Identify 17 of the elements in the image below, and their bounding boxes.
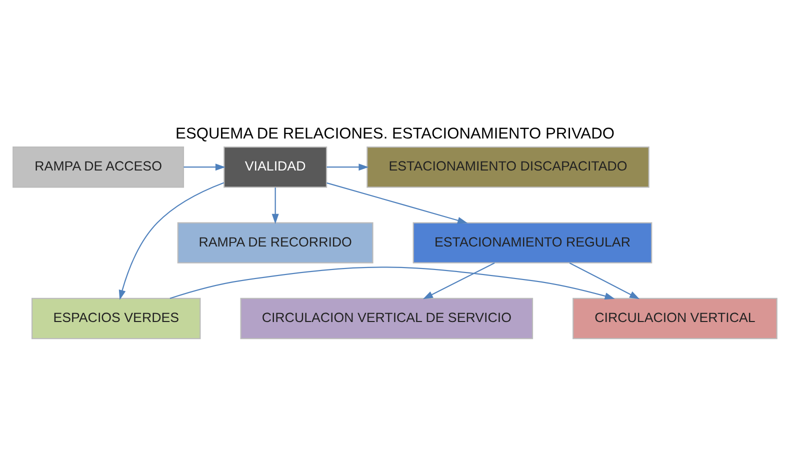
node-box: ESPACIOS VERDES (32, 297, 201, 339)
arrow (326, 163, 369, 170)
node-box: RAMPA DE RECORRIDO (177, 222, 374, 263)
arrow (569, 262, 640, 299)
diagram-title: ESQUEMA DE RELACIONES. ESTACIONAMIENTO PRIVADO (176, 124, 614, 142)
node-box: VIALIDAD (224, 146, 328, 188)
arrow (272, 187, 279, 224)
node-box: CIRCULACION VERTICAL DE SERVICIO (240, 297, 534, 339)
arrow (184, 163, 226, 170)
arrow (170, 266, 615, 299)
arrow (422, 262, 495, 299)
node-box: RAMPA DE ACCESO (12, 146, 184, 188)
arrow (326, 182, 468, 224)
node-box: ESTACIONAMIENTO DISCAPACITADO (366, 146, 650, 188)
node-box: CIRCULACION VERTICAL (572, 297, 778, 339)
arrow (118, 182, 224, 300)
node-box: ESTACIONAMIENTO REGULAR (412, 222, 652, 263)
